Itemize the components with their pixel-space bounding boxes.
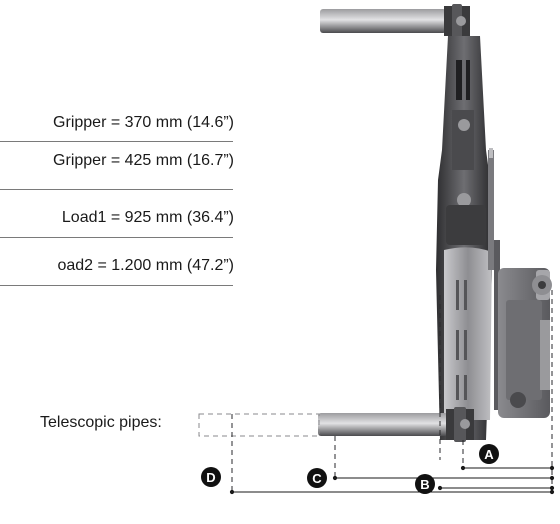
- spec-load2: oad2 = 1.200 mm (47.2”): [57, 257, 234, 274]
- marker-a-label: A: [484, 447, 494, 462]
- piston-rods: [488, 148, 500, 410]
- marker-a: A: [479, 444, 499, 464]
- plate-slots: [456, 280, 467, 400]
- marker-c-label: C: [312, 471, 322, 486]
- dimension-lines: [229, 465, 555, 495]
- bottom-pipe: [318, 407, 474, 442]
- marker-b: B: [415, 474, 435, 494]
- spec-divider: [0, 141, 233, 142]
- spec-divider: [0, 189, 233, 190]
- extension-lines: [231, 290, 553, 492]
- spec-gripper-a: Gripper = 370 mm (14.6”): [53, 114, 234, 131]
- gripper-plate: [444, 247, 492, 420]
- spec-divider: [0, 285, 233, 286]
- telescopic-pipes-label: Telescopic pipes:: [40, 414, 162, 431]
- marker-c: C: [307, 468, 327, 488]
- marker-d-label: D: [206, 470, 215, 485]
- spec-divider: [0, 237, 233, 238]
- telescopic-pipe-extension: [198, 413, 320, 437]
- spec-load1: Load1 = 925 mm (36.4”): [61, 209, 234, 226]
- marker-d: D: [201, 467, 221, 487]
- spec-gripper-b: Gripper = 425 mm (16.7”): [53, 152, 234, 169]
- top-pipe: [320, 4, 470, 38]
- marker-b-label: B: [420, 477, 429, 492]
- motor-unit: [498, 268, 552, 418]
